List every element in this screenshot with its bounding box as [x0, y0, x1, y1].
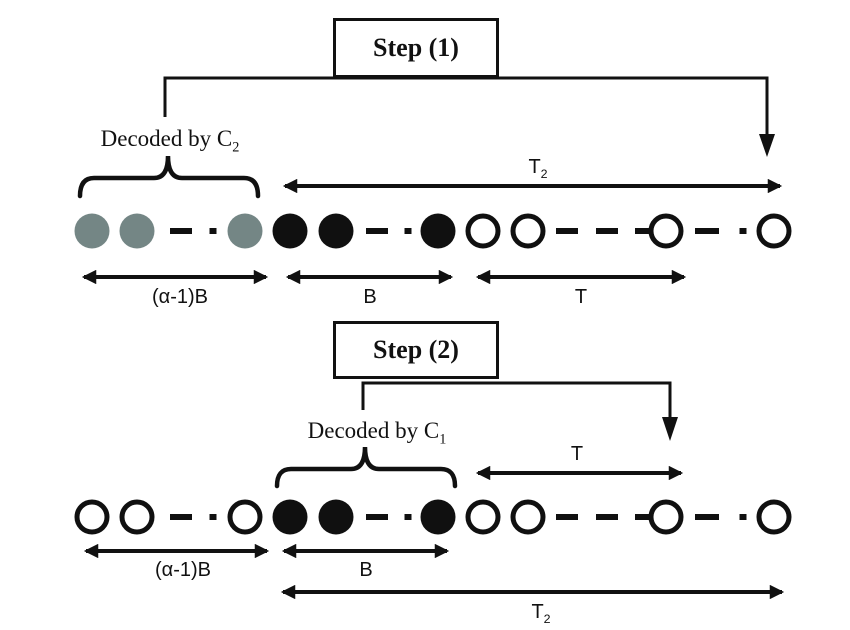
step1-alpha-b-label: (α-1)B	[151, 286, 209, 308]
white-symbol-circle	[465, 213, 501, 249]
black-symbol-circle	[272, 213, 308, 249]
white-symbol-circle	[119, 499, 155, 535]
step2-decoded-brace	[274, 446, 458, 489]
step1-title-box: Step (1)	[333, 18, 499, 78]
step1-feedback-arrowhead-icon	[759, 134, 775, 157]
step2-t-label: T	[570, 443, 584, 465]
ellipsis-dot	[209, 514, 217, 520]
white-symbol-circle	[648, 499, 684, 535]
white-symbol-circle	[510, 213, 546, 249]
step1-title: Step (1)	[373, 33, 459, 62]
ellipsis-dot	[739, 228, 747, 234]
step2-b-label: B	[359, 559, 373, 581]
step2-decoded-label: Decoded by C1	[307, 418, 447, 448]
step2-feedback-line	[361, 381, 672, 419]
gray-symbol-circle	[227, 213, 263, 249]
step2-alpha-b-label: (α-1)B	[154, 559, 212, 581]
black-symbol-circle	[420, 499, 456, 535]
step1-t-label: T	[574, 286, 588, 308]
gray-symbol-circle	[74, 213, 110, 249]
ellipsis-dot	[404, 514, 412, 520]
black-symbol-circle	[420, 213, 456, 249]
white-symbol-circle	[510, 499, 546, 535]
step2-title-box: Step (2)	[333, 321, 499, 379]
step1-b-label: B	[363, 286, 377, 308]
step1-decoded-brace	[77, 155, 261, 199]
white-symbol-circle	[756, 213, 792, 249]
step1-t2-label: T2	[528, 156, 548, 181]
gray-symbol-circle	[119, 213, 155, 249]
ellipsis-dot	[404, 228, 412, 234]
white-symbol-circle	[74, 499, 110, 535]
white-symbol-circle	[756, 499, 792, 535]
white-symbol-circle	[465, 499, 501, 535]
step2-title: Step (2)	[373, 335, 459, 364]
step2-feedback-arrowhead-icon	[662, 417, 678, 441]
ellipsis-dot	[739, 514, 747, 520]
step1-feedback-line	[163, 76, 769, 136]
black-symbol-circle	[318, 213, 354, 249]
black-symbol-circle	[318, 499, 354, 535]
row-step1	[74, 213, 792, 249]
ellipsis-dot	[209, 228, 217, 234]
step1-decoded-label: Decoded by C2	[100, 126, 240, 156]
white-symbol-circle	[648, 213, 684, 249]
row-step2	[74, 499, 792, 535]
black-symbol-circle	[272, 499, 308, 535]
step2-t2-label: T2	[531, 601, 551, 626]
white-symbol-circle	[227, 499, 263, 535]
